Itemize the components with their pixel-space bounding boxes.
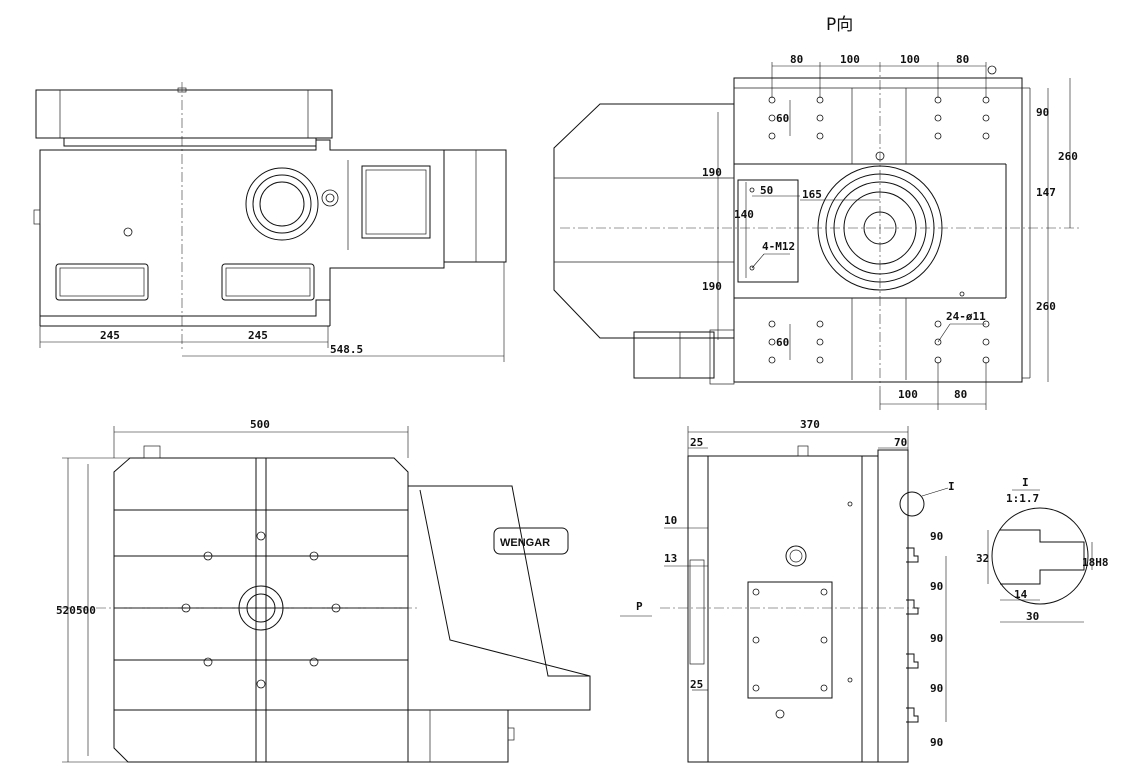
pview-dim-top-4: 80	[956, 53, 969, 66]
side-body	[707, 455, 863, 763]
pview-dim-bottom-100: 100	[898, 388, 918, 401]
top-holes	[181, 531, 341, 689]
pview-dim-left-140: 140	[734, 208, 754, 221]
front-bearing-housing	[245, 167, 319, 241]
side-dim-13: 13	[664, 552, 677, 565]
pview-dim-top-2: 100	[840, 53, 860, 66]
brand-logo: WENGAR	[500, 537, 550, 549]
side-cover-plate	[747, 581, 833, 699]
side-detail-mark: I	[948, 480, 955, 493]
pview-dim-right-90: 90	[1036, 106, 1049, 119]
front-dim-total: 548.5	[330, 343, 363, 356]
front-body	[39, 139, 445, 317]
pview-dim-right-260b: 260	[1036, 300, 1056, 313]
pview-dim-right-260a: 260	[1058, 150, 1078, 163]
detail-title: I	[1022, 476, 1029, 489]
side-dim-25-top: 25	[690, 436, 703, 449]
pview-motor-housing	[553, 103, 735, 339]
detail-dim-30: 30	[1026, 610, 1039, 623]
side-dim-370: 370	[800, 418, 820, 431]
side-dim-10: 10	[664, 514, 677, 527]
pview-thread-callout: 4-M12	[762, 240, 795, 253]
pview-dim-60-bottom: 60	[776, 336, 789, 349]
p-view: 80 100 100 80 90 260 147 260 190 190 140…	[553, 53, 1080, 410]
side-dim-70: 70	[894, 436, 907, 449]
front-view: 245 245 548.5	[33, 82, 507, 362]
detail-dim-18h8: 18H8	[1082, 556, 1109, 569]
top-motor-housing	[408, 485, 591, 711]
pview-dim-left-190a: 190	[702, 166, 722, 179]
detail-i-marker	[899, 491, 925, 517]
side-dim-90-e: 90	[930, 736, 943, 749]
side-view: I 370 25 70 10 13 25 P 90 90 90 90 90	[620, 418, 955, 763]
detail-scale: 1:1.7	[1006, 492, 1039, 505]
detail-i-view: I 1:1.7 32 18H8 14 30	[976, 476, 1109, 623]
side-dim-90-d: 90	[930, 682, 943, 695]
side-dim-90-a: 90	[930, 530, 943, 543]
pview-dim-right-147: 147	[1036, 186, 1056, 199]
detail-dim-32: 32	[976, 552, 989, 565]
side-dim-90-c: 90	[930, 632, 943, 645]
top-dim-520: 520	[56, 604, 76, 617]
side-t-slots	[906, 547, 919, 723]
top-center-bore	[238, 585, 284, 631]
top-table	[113, 457, 409, 763]
top-dim-width: 500	[250, 418, 270, 431]
side-view-arrow-p: P	[636, 600, 643, 613]
detail-dim-14: 14	[1014, 588, 1028, 601]
top-dim-500: 500	[76, 604, 96, 617]
detail-circle	[991, 507, 1089, 605]
top-view: WENGAR 500 520 500	[56, 418, 591, 763]
side-dim-90-b: 90	[930, 580, 943, 593]
pview-dim-bottom-80: 80	[954, 388, 967, 401]
pview-dim-165: 165	[802, 188, 822, 201]
front-dim-mid: 245	[248, 329, 268, 342]
pview-dim-50: 50	[760, 184, 773, 197]
pview-dim-left-190b: 190	[702, 280, 722, 293]
pview-dim-top-3: 100	[900, 53, 920, 66]
front-dim-left: 245	[100, 329, 120, 342]
side-dim-25-bottom: 25	[690, 678, 703, 691]
front-table-top	[35, 89, 333, 139]
side-port	[785, 545, 807, 567]
front-motor	[443, 149, 507, 263]
pview-holes-callout: 24-ø11	[946, 310, 986, 323]
pview-dim-top-1: 80	[790, 53, 803, 66]
pview-holes	[768, 96, 990, 364]
view-title-p: P向	[826, 15, 853, 35]
pview-dim-60-top: 60	[776, 112, 789, 125]
